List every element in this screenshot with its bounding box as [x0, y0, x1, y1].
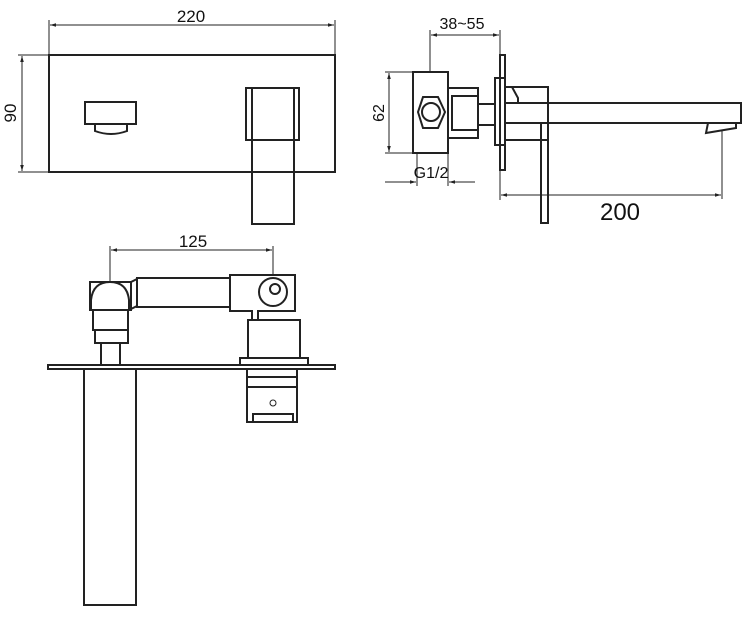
- height-dimension: 90: [1, 104, 20, 123]
- spout-reach-dimension: 200: [600, 199, 640, 226]
- connecting-pipe: [136, 277, 231, 308]
- wall-depth-dimension: 38~55: [440, 16, 485, 33]
- front-view: 220 90: [1, 7, 336, 225]
- lever: [540, 122, 549, 224]
- spout: [251, 87, 295, 225]
- spout-top: [83, 368, 137, 606]
- handle-base: [94, 124, 128, 135]
- wall-plate-top: [47, 364, 336, 370]
- wall-plate: [48, 54, 336, 173]
- top-view: 125: [47, 232, 336, 606]
- spout-arm: [504, 102, 742, 124]
- thread-dimension: G1/2: [414, 165, 449, 182]
- outlet-ring: [258, 277, 288, 307]
- handle: [84, 101, 137, 125]
- center-distance-dimension: 125: [179, 232, 207, 251]
- side-view: 38~55 62 200 G1/2: [371, 16, 742, 226]
- width-dimension: 220: [177, 7, 205, 26]
- body-height-dimension: 62: [371, 104, 388, 122]
